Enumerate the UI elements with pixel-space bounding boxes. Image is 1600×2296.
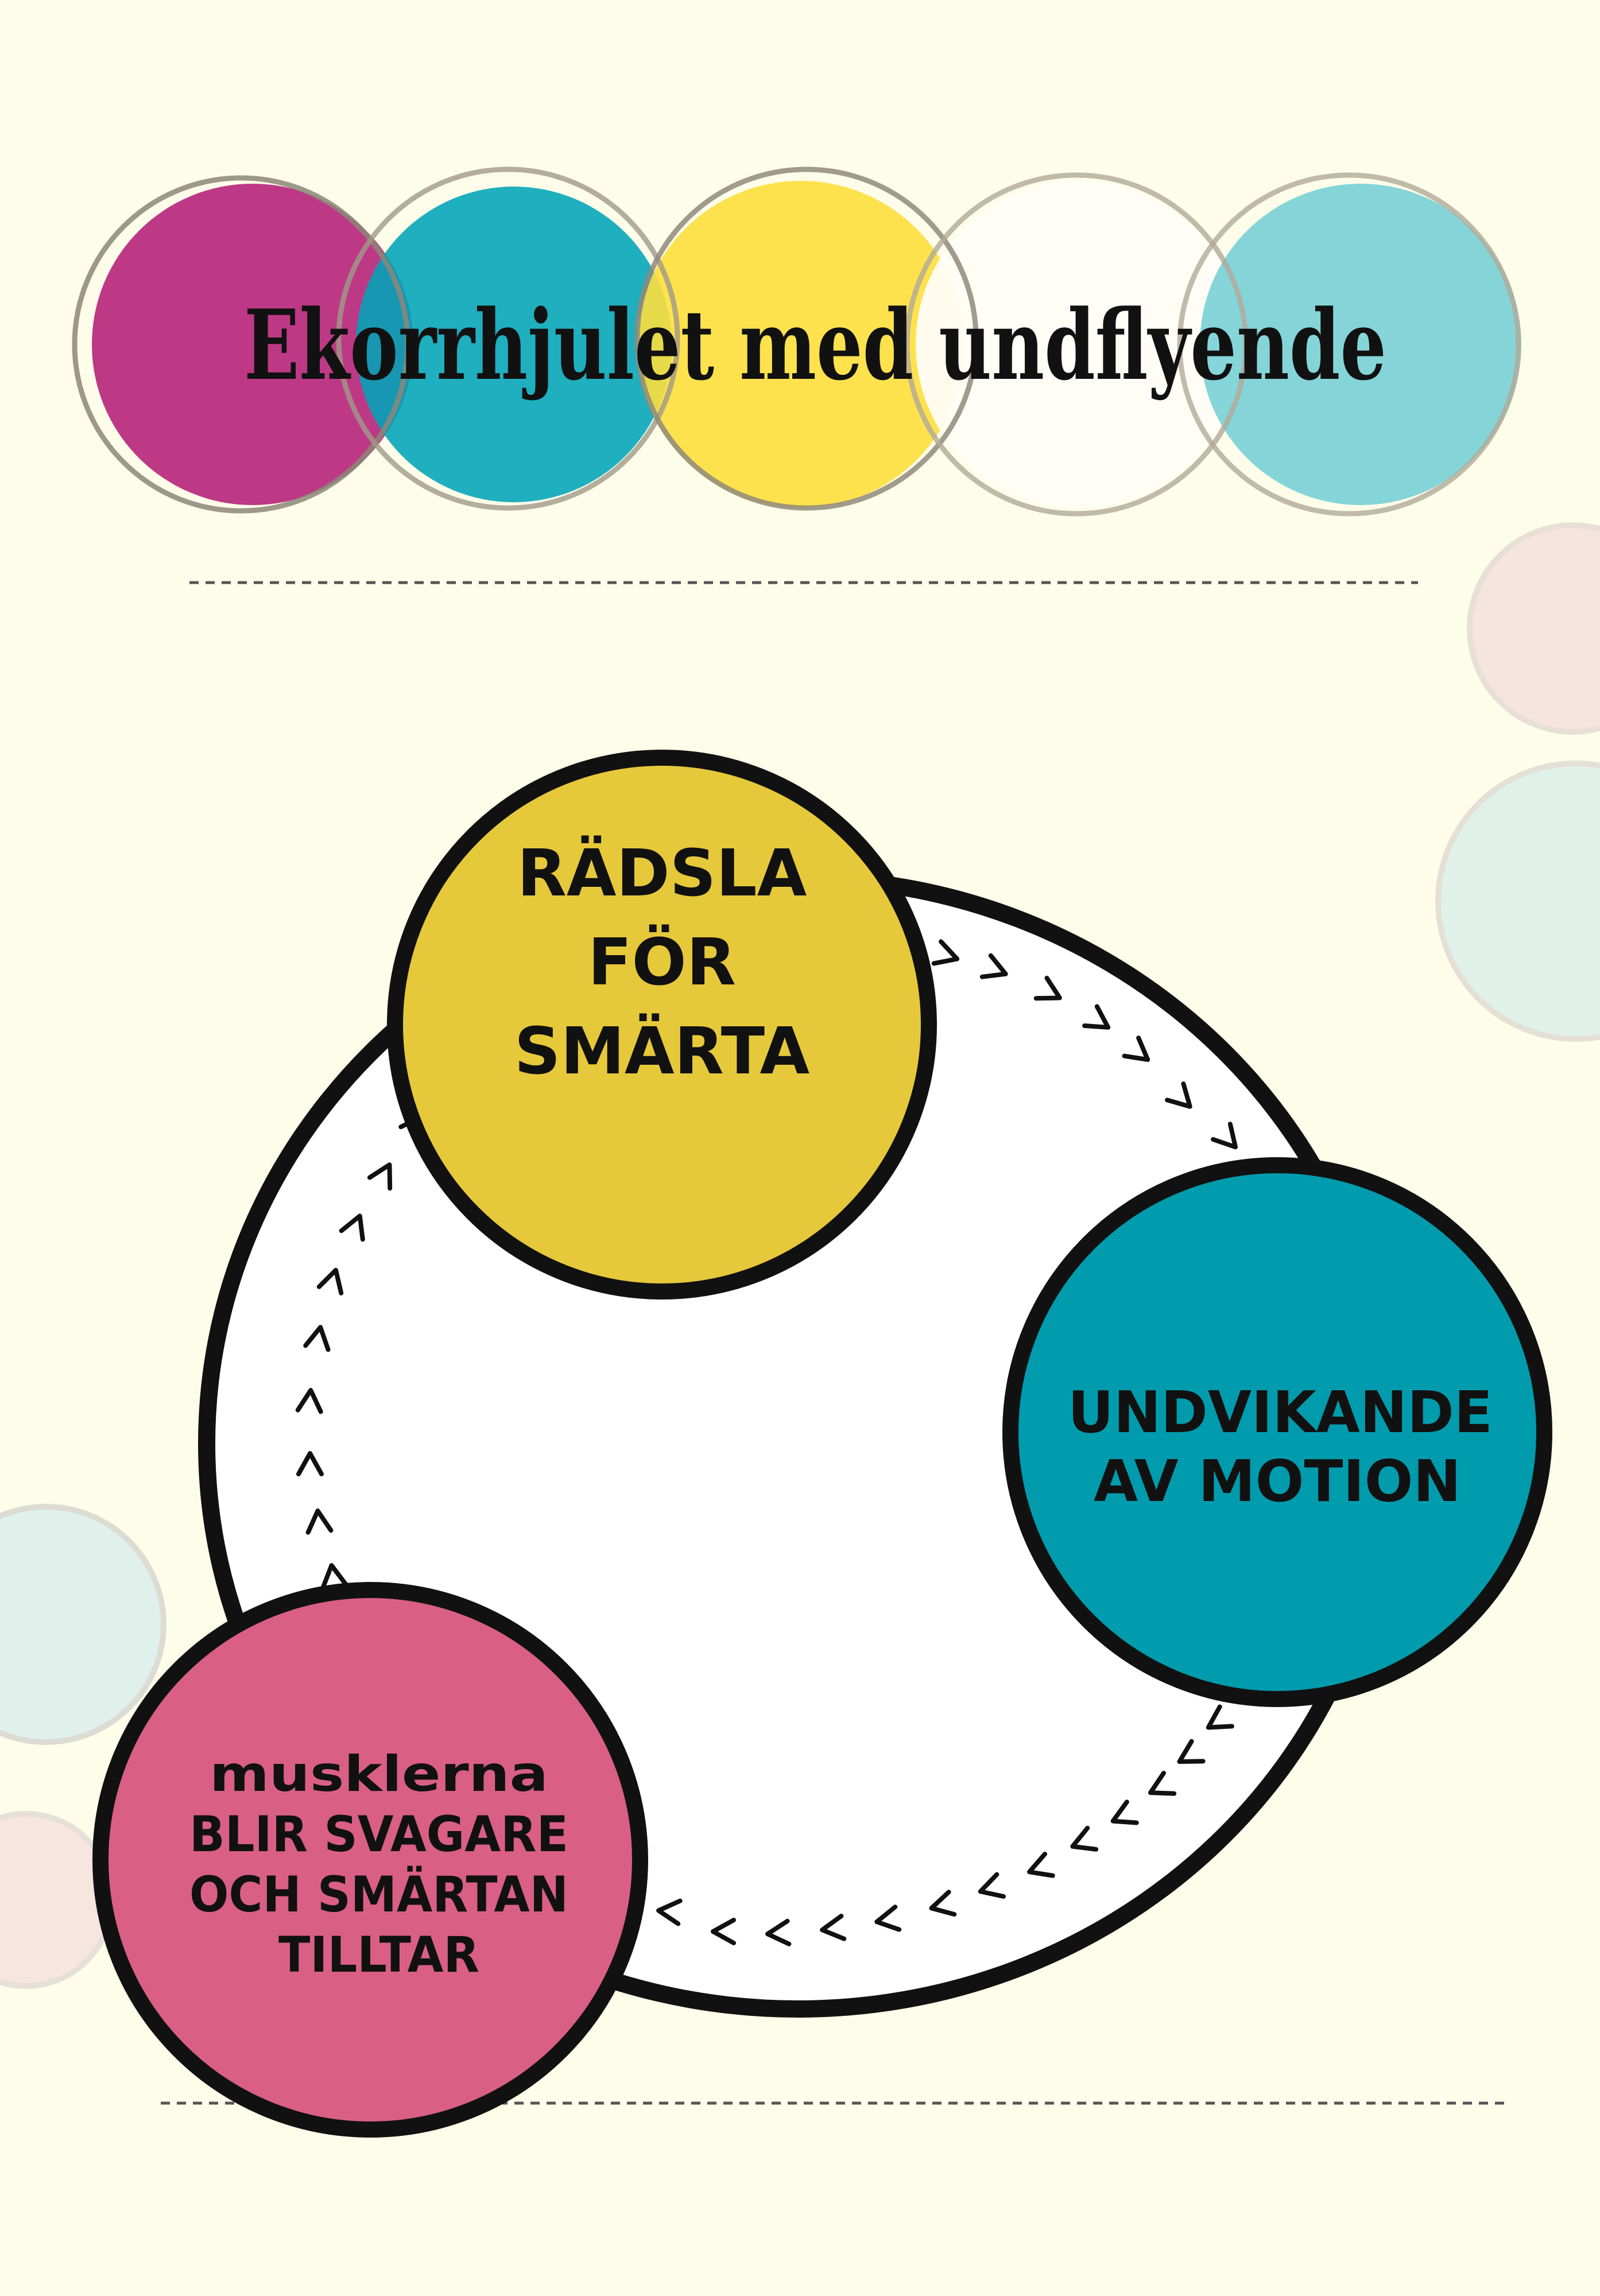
cycle-diagram: RÄDSLA FÖR SMÄRTA UNDVIKANDE AV MOTION m… (92, 750, 1552, 2138)
node-avoidance-label-line-1: UNDVIKANDE (1068, 1379, 1493, 1446)
arrow-chevron (931, 939, 960, 966)
arrow-chevron (1206, 1704, 1234, 1730)
arrow-chevron (1211, 1122, 1238, 1150)
arrow-chevron (656, 1898, 683, 1926)
title-ring-2 (336, 166, 680, 511)
title-ring-5 (1177, 172, 1521, 517)
arrow-chevron (765, 1918, 792, 1946)
bubble-mint-right (1435, 761, 1600, 1042)
title-ring-3 (634, 166, 979, 511)
node-fear-circle (387, 750, 937, 1300)
bubble-mint-left (0, 1504, 166, 1745)
arrow-chevron (1070, 1825, 1099, 1852)
arrow-chevron (295, 1388, 323, 1414)
node-weakness-label-line-4: TILLTAR (278, 1926, 479, 1984)
node-weakness: musklerna BLIR SVAGARE OCH SMÄRTAN TILLT… (92, 1582, 648, 2138)
cycle-arrows (295, 939, 1238, 1946)
arrow-chevron (303, 1325, 331, 1352)
node-fear-label-line-1: RÄDSLA (517, 835, 807, 911)
title-circle-light-teal (1200, 184, 1521, 505)
node-avoidance-label-line-2: AV MOTION (1094, 1448, 1461, 1515)
arrow-chevron (296, 1451, 324, 1476)
arrow-chevron (978, 1872, 1006, 1899)
arrow-chevron (367, 1162, 393, 1191)
node-weakness-circle (92, 1582, 648, 2138)
arrow-chevron (305, 1508, 334, 1535)
arrow-chevron (320, 1563, 348, 1590)
arrow-chevron (1165, 1081, 1192, 1109)
node-weakness-label-line-2: BLIR SVAGARE (189, 1806, 568, 1863)
arrow-chevron (929, 1890, 957, 1917)
arrow-chevron (316, 1267, 344, 1296)
title-ring-1 (72, 175, 410, 514)
arrow-chevron (874, 1905, 902, 1932)
title-circle-white (916, 181, 1243, 508)
decorative-bubbles (0, 522, 1600, 1989)
arrow-avoidance-to-weakness (656, 1704, 1234, 1946)
bubble-pink-right (1467, 522, 1600, 735)
node-fear-of-pain: RÄDSLA FÖR SMÄRTA (387, 750, 937, 1300)
arrow-chevron (1110, 1799, 1139, 1825)
arrow-chevron (1122, 1035, 1150, 1062)
arrow-chevron (1177, 1739, 1206, 1764)
arrow-chevron (711, 1918, 736, 1945)
arrow-chevron (1148, 1771, 1177, 1796)
title-circles (72, 166, 1521, 517)
node-avoidance-circle (1002, 1157, 1552, 1707)
arrow-chevron (820, 1913, 847, 1941)
title-circle-yellow (637, 181, 964, 508)
page-title: Ekorrhjulet med undflyende (244, 288, 1386, 402)
title-ring-4 (904, 172, 1249, 517)
title-circle-magenta (92, 184, 413, 505)
arrow-chevron (1082, 1004, 1111, 1030)
node-weakness-label-line-1: musklerna (210, 1746, 548, 1803)
title-circle-teal (356, 187, 672, 502)
node-weakness-label-line-3: OCH SMÄRTAN (189, 1866, 568, 1923)
arrow-chevron (1033, 975, 1062, 1001)
node-avoidance: UNDVIKANDE AV MOTION (1002, 1157, 1552, 1707)
arrow-chevron (339, 1213, 365, 1242)
arrow-chevron (1027, 1852, 1055, 1878)
node-fear-label-line-2: FÖR (588, 925, 736, 1000)
arrow-chevron (979, 953, 1008, 979)
arrow-fear-to-avoidance (931, 939, 1238, 1150)
node-fear-label-line-3: SMÄRTA (514, 1013, 810, 1089)
